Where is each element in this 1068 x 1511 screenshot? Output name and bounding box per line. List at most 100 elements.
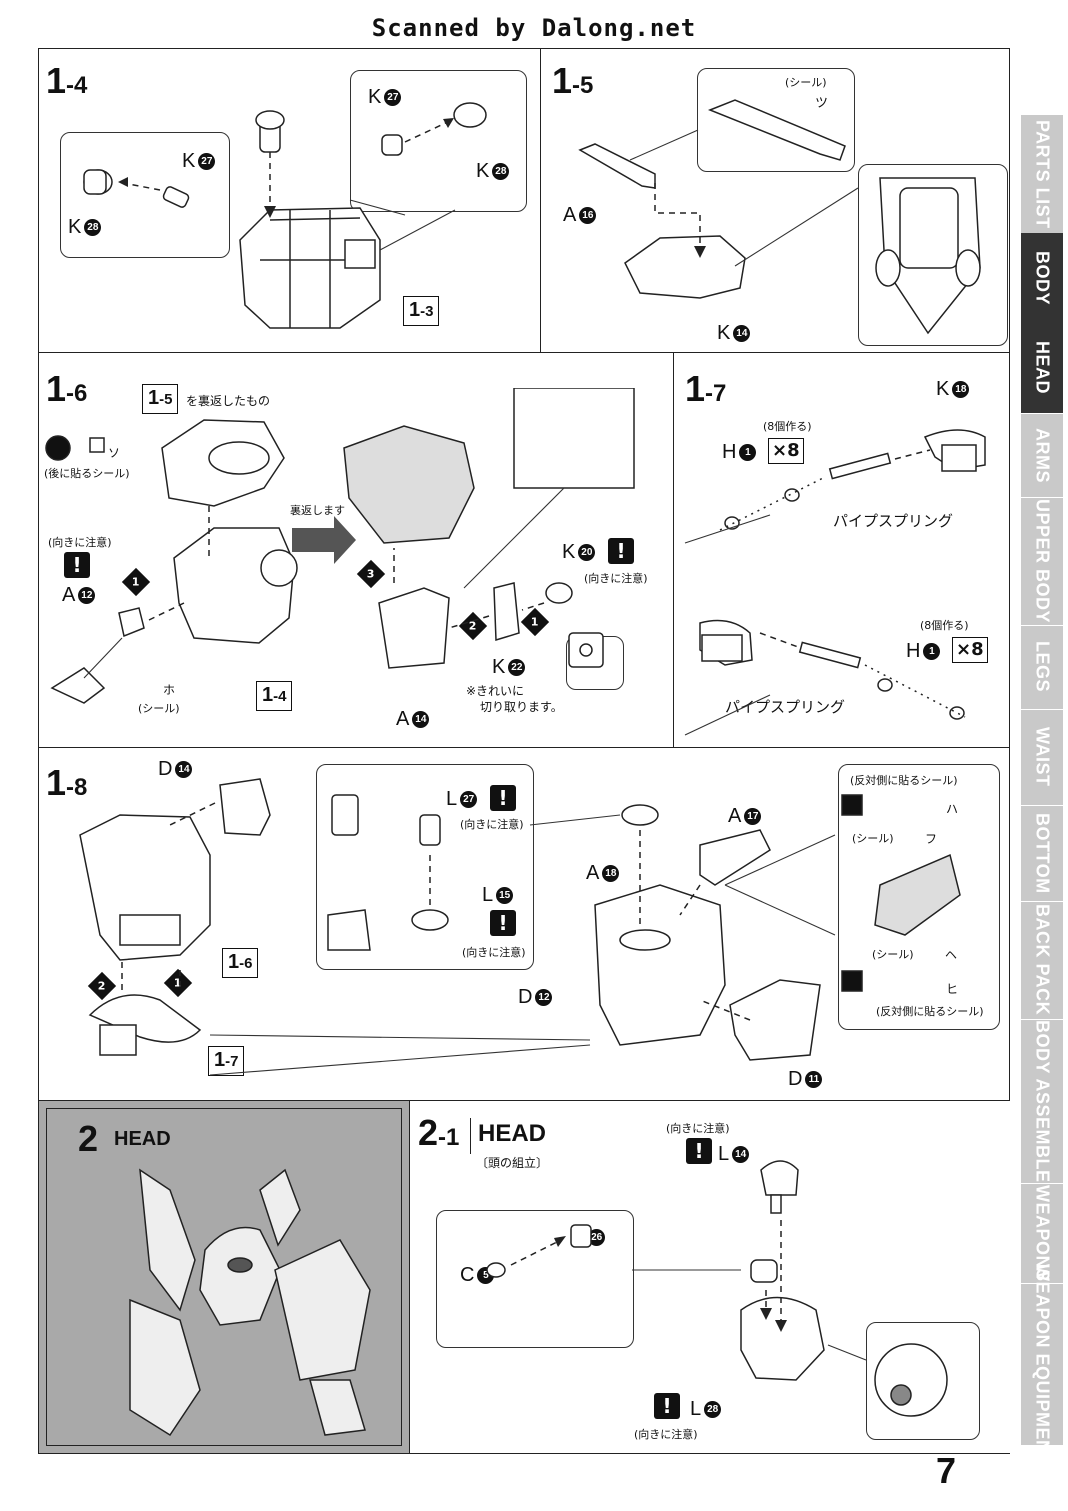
warning-icon-l28: ! xyxy=(654,1393,680,1419)
back-sticker-note: (後に貼るシール) xyxy=(44,467,130,480)
ref-1-4: 1-4 xyxy=(256,681,293,711)
opposite-side-sticker-note-top: (反対側に貼るシール) xyxy=(850,774,958,787)
orientation-note-l28: (向きに注意) xyxy=(634,1428,698,1441)
step-2-1-title-rule xyxy=(470,1118,471,1154)
step-1-8-number: 1-8 xyxy=(46,762,88,803)
row1-divider xyxy=(540,48,541,352)
tab-parts-list[interactable]: PARTS LIST xyxy=(1021,115,1063,234)
tab-upper-body[interactable]: UPPER BODY xyxy=(1021,497,1063,626)
step-1-8-assembly-drawing xyxy=(79,778,961,1076)
step-1-7-assembly-drawing xyxy=(684,429,986,736)
sticker-note-fu: (シール) xyxy=(852,832,894,845)
step-2-1-title: HEAD xyxy=(478,1120,547,1147)
sticker-kana-ha: ハ xyxy=(946,802,959,816)
tab-legs[interactable]: LEGS xyxy=(1021,625,1063,710)
warning-icon-l15: ! xyxy=(490,910,516,936)
ref-1-5: 1-5 xyxy=(142,384,179,414)
head-section-inner-frame xyxy=(46,1108,402,1446)
tab-head[interactable]: HEAD xyxy=(1021,323,1063,414)
right-rule xyxy=(1009,48,1010,1100)
row2-divider xyxy=(673,352,674,747)
tab-back-pack[interactable]: BACK PACK xyxy=(1021,901,1063,1020)
orientation-note-a12: (向きに注意) xyxy=(48,536,112,549)
sticker-kana-fu: フ xyxy=(925,832,938,846)
flip-over-note: 裏返します xyxy=(290,504,345,517)
pipe-spring-label-top: パイプスプリング xyxy=(833,512,954,530)
page-number: 7 xyxy=(936,1450,957,1491)
step-1-4-callout-right xyxy=(350,70,527,212)
step-2-1-number: 2-1 xyxy=(418,1112,460,1153)
tab-bottom[interactable]: BOTTOM xyxy=(1021,805,1063,902)
warning-icon-a12: ! xyxy=(64,552,90,578)
tab-body-assemble[interactable]: BODY ASSEMBLE xyxy=(1021,1019,1063,1184)
cut-note-line1: ※きれいに xyxy=(466,684,525,698)
sticker-kana-so: ソ xyxy=(108,446,121,460)
sticker-note-ho: (シール) xyxy=(138,702,180,715)
step-1-4-number: 1-4 xyxy=(46,60,88,101)
row1-rule xyxy=(38,352,1010,353)
opposite-side-sticker-note-bottom: (反対側に貼るシール) xyxy=(876,1005,984,1018)
step-1-4-assembly-drawing xyxy=(83,102,487,329)
sticker-kana-hi: ヒ xyxy=(946,982,959,996)
orientation-note-l15: (向きに注意) xyxy=(462,946,526,959)
warning-icon-l14: ! xyxy=(686,1138,712,1164)
sticker-note-1-5: (シール) xyxy=(785,76,827,89)
tab-body[interactable]: BODY xyxy=(1021,233,1063,324)
section-index-sidebar: PARTS LIST BODY HEAD ARMS UPPER BODY LEG… xyxy=(1021,115,1063,1465)
make-8-note-bottom: (8個作る) xyxy=(920,619,969,632)
section-2-number: 2 xyxy=(78,1118,99,1159)
tab-waist[interactable]: WAIST xyxy=(1021,709,1063,806)
quantity-x8-top: ×8 xyxy=(768,438,804,464)
orientation-note-k20: (向きに注意) xyxy=(584,572,648,585)
sticker-note-he: (シール) xyxy=(872,948,914,961)
cut-note-line2: 切り取ります。 xyxy=(480,700,563,714)
ref-1-6: 1-6 xyxy=(222,948,259,978)
top-rule xyxy=(38,48,1010,49)
step-2-1-subtitle: 〔頭の組立〕 xyxy=(476,1156,549,1170)
row2-rule xyxy=(38,747,1010,748)
step-2-1-assembly-drawing xyxy=(486,1160,948,1417)
tab-weapon-equipment[interactable]: WEAPON EQUIPMENT xyxy=(1021,1264,1063,1465)
orientation-note-l27: (向きに注意) xyxy=(460,818,524,831)
section-2-title: HEAD xyxy=(114,1128,171,1150)
step-1-6-number: 1-6 xyxy=(46,368,88,409)
ref-1-7: 1-7 xyxy=(208,1046,245,1076)
tab-arms[interactable]: ARMS xyxy=(1021,413,1063,498)
bottom-rule xyxy=(410,1453,1010,1454)
scanner-banner: Scanned by Dalong.net xyxy=(371,14,697,42)
row3-rule xyxy=(38,1100,1010,1101)
tab-weapons[interactable]: WEAPONS xyxy=(1021,1183,1063,1284)
left-rule xyxy=(38,48,39,1100)
warning-icon-l27: ! xyxy=(490,785,516,811)
quantity-x8-bottom: ×8 xyxy=(952,637,988,663)
flipped-note: を裏返したもの xyxy=(186,394,271,408)
step-1-5-number: 1-5 xyxy=(552,60,594,101)
step-1-6-assembly-drawing xyxy=(45,388,635,704)
sticker-kana-ho: ホ xyxy=(163,683,176,697)
head-hero-illustration xyxy=(129,1168,371,1437)
orientation-note-l14: (向きに注意) xyxy=(666,1122,730,1135)
sticker-kana-he: ヘ xyxy=(945,948,958,962)
step-1-7-number: 1-7 xyxy=(685,368,727,409)
